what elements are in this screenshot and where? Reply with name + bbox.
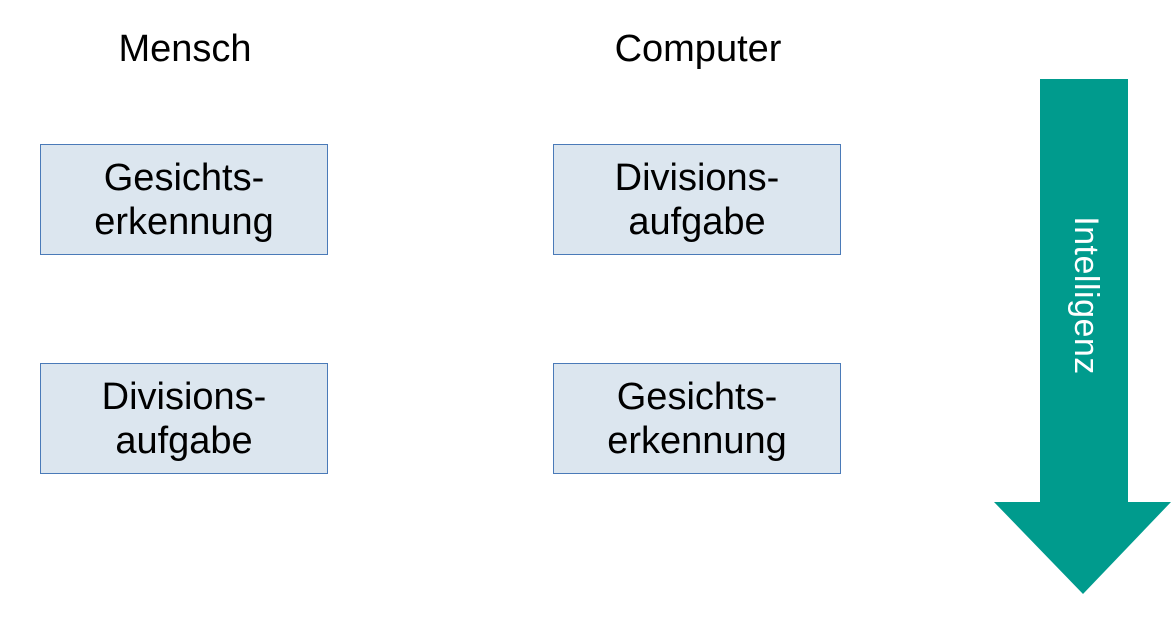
- arrow-shape: [994, 79, 1171, 594]
- arrow-down-icon: [994, 79, 1171, 594]
- column-header-computer: Computer: [614, 28, 782, 70]
- box-line: Gesichts-: [616, 375, 778, 418]
- box-computer-top: Divisions- aufgabe: [553, 144, 841, 255]
- box-line: erkennung: [94, 200, 274, 243]
- box-line: erkennung: [607, 419, 787, 462]
- box-mensch-top: Gesichts- erkennung: [40, 144, 328, 255]
- box-line: Divisions-: [614, 156, 780, 199]
- box-line: aufgabe: [115, 419, 253, 462]
- box-computer-bottom: Gesichts- erkennung: [553, 363, 841, 474]
- box-line: Gesichts-: [103, 156, 265, 199]
- box-mensch-bottom: Divisions- aufgabe: [40, 363, 328, 474]
- box-line: aufgabe: [628, 200, 766, 243]
- box-line: Divisions-: [101, 375, 267, 418]
- column-header-mensch: Mensch: [118, 28, 252, 70]
- intelligence-arrow: [994, 79, 1171, 594]
